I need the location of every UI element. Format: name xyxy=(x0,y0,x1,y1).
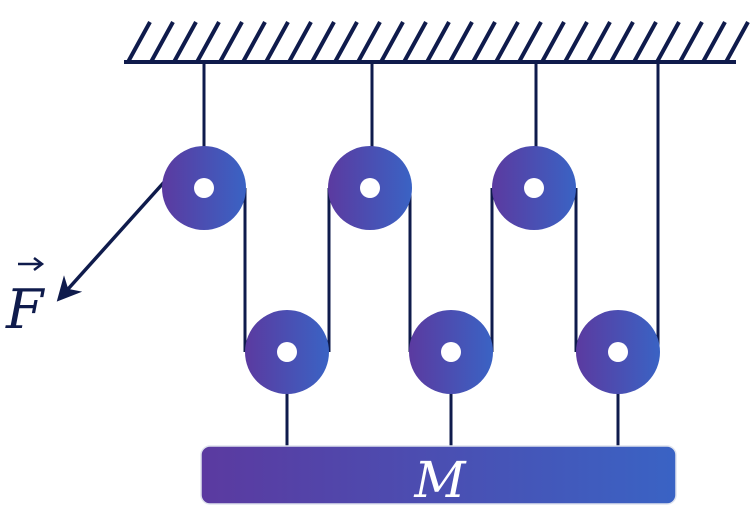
hatch-mark xyxy=(241,21,267,63)
vector-arrow-icon xyxy=(33,257,45,271)
ceiling-hatching xyxy=(126,21,750,63)
hatch-mark xyxy=(149,21,175,63)
movable-pulley-3 xyxy=(576,310,660,394)
hatch-mark xyxy=(632,21,658,63)
force-label-group: F xyxy=(5,257,46,341)
hatch-mark xyxy=(356,21,382,63)
hatch-mark xyxy=(724,21,750,63)
hatch-mark xyxy=(609,21,635,63)
pulley-hub xyxy=(194,178,214,198)
fixed-pulley-2 xyxy=(328,146,412,230)
hatch-mark xyxy=(517,21,543,63)
hatch-mark xyxy=(563,21,589,63)
hatch-mark xyxy=(586,21,612,63)
pulley-hub xyxy=(524,178,544,198)
hatch-mark xyxy=(540,21,566,63)
hatch-mark xyxy=(678,21,704,63)
hatch-mark xyxy=(287,21,313,63)
pulley-hub xyxy=(360,178,380,198)
force-arrow xyxy=(56,178,168,302)
hatch-mark xyxy=(333,21,359,63)
hatch-mark xyxy=(172,21,198,63)
hatch-mark xyxy=(402,21,428,63)
hatch-mark xyxy=(701,21,727,63)
ceiling xyxy=(124,21,750,64)
hatch-mark xyxy=(425,21,451,63)
hatch-mark xyxy=(310,21,336,63)
hatch-mark xyxy=(471,21,497,63)
hatch-mark xyxy=(379,21,405,63)
fixed-pulley-3 xyxy=(492,146,576,230)
hatch-mark xyxy=(195,21,221,63)
fixed-pulley-1 xyxy=(162,146,246,230)
movable-pulley-2 xyxy=(409,310,493,394)
hatch-mark xyxy=(126,21,152,63)
hatch-mark xyxy=(218,21,244,63)
pulley-hub xyxy=(277,342,297,362)
pulley-hub xyxy=(441,342,461,362)
hatch-mark xyxy=(264,21,290,63)
rope xyxy=(202,62,660,446)
mass-block: M xyxy=(200,445,677,509)
force-label: F xyxy=(5,278,46,341)
movable-pulley-1 xyxy=(245,310,329,394)
pulley-hub xyxy=(608,342,628,362)
hatch-mark xyxy=(448,21,474,63)
hatch-mark xyxy=(494,21,520,63)
hatch-mark xyxy=(655,21,681,63)
mass-label: M xyxy=(413,451,467,509)
